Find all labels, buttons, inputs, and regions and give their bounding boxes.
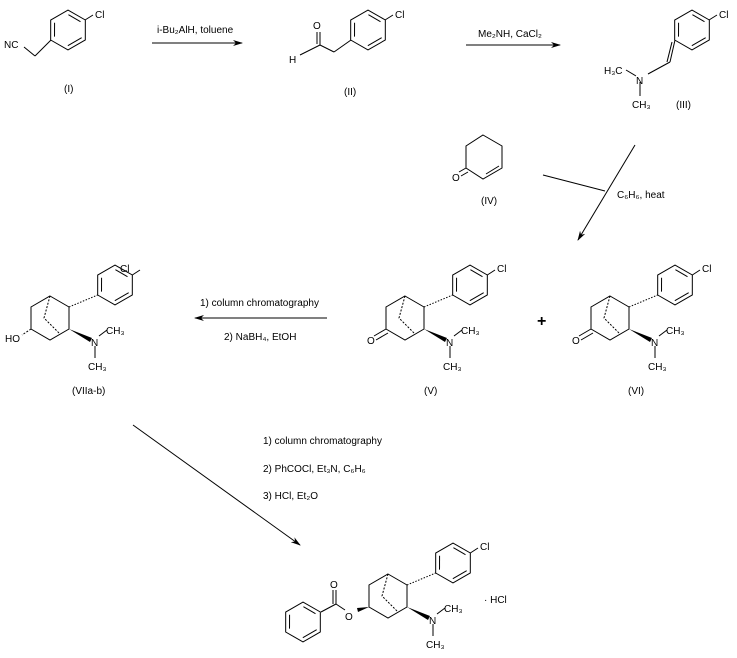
compound-label-V: (V) [424, 386, 437, 397]
reactant-join-line [542, 174, 606, 192]
atom-nc: NC [4, 40, 18, 51]
atom-cl: Cl [95, 10, 104, 21]
atom-o: O [452, 173, 460, 184]
plus-sign: + [537, 313, 546, 330]
compound-label-VIIa-b: (VIIa-b) [72, 386, 105, 397]
reagent-step5-c: 3) HCl, Et₂O [263, 491, 318, 502]
compound-label-II: (II) [344, 87, 356, 98]
atom-cl: Cl [395, 10, 404, 21]
atom-n: N [91, 338, 98, 349]
reagent-step5-b: 2) PhCOCl, Et₃N, C₆H₆ [263, 464, 366, 475]
atom-ch3: CH₃ [461, 326, 480, 337]
compound-VI: Cl O N CH₃ CH₃ (VI) [572, 260, 711, 397]
atom-ch3: CH₃ [106, 326, 125, 337]
reagent-step4-b: 2) NaBH₄, EtOH [224, 332, 296, 343]
reagent-step3: C₆H₆, heat [617, 190, 665, 201]
atom-n: N [651, 338, 658, 349]
atom-cl: Cl [497, 264, 506, 275]
atom-cl: Cl [480, 542, 489, 553]
atom-ch3: CH₃ [444, 604, 463, 615]
atom-ch3: CH₃ [632, 100, 651, 111]
compound-V: Cl O N CH₃ CH₃ (V) [367, 260, 506, 397]
compound-label-I: (I) [64, 84, 73, 95]
compound-III: Cl N H₃C CH₃ (III) [604, 4, 728, 111]
atom-ho: HO [5, 334, 20, 345]
atom-n: N [636, 76, 643, 87]
atom-ch3: CH₃ [426, 640, 445, 651]
reagent-step1: i-Bu₂AlH, toluene [157, 25, 234, 36]
atom-h3c: H₃C [604, 66, 623, 77]
reaction-arrow-5 [132, 424, 301, 546]
atom-h: H [289, 55, 296, 66]
compound-label-III: (III) [676, 100, 691, 111]
compound-I: Cl NC (I) [4, 4, 104, 95]
atom-o: O [330, 580, 338, 591]
reagent-step4-a: 1) column chromatography [200, 298, 319, 309]
atom-cl: Cl [702, 264, 711, 275]
reaction-arrow-3 [577, 144, 636, 241]
atom-ch3: CH₃ [443, 362, 462, 373]
compound-II: Cl O H (II) [289, 4, 404, 98]
compound-VIIa-b: Cl HO N CH₃ CH₃ (VIIa-b) [5, 260, 141, 397]
atom-n: N [429, 616, 436, 627]
atom-o: O [345, 612, 353, 623]
compound-IV: O (IV) [452, 134, 503, 207]
final-product: Cl O O N CH₃ CH₃ · HCl [276, 538, 507, 651]
atom-ch3: CH₃ [666, 326, 685, 337]
compound-label-VI: (VI) [628, 386, 644, 397]
atom-cl: Cl [120, 264, 129, 275]
atom-n: N [446, 338, 453, 349]
atom-ch3: CH₃ [648, 362, 667, 373]
atom-ch3: CH₃ [88, 362, 107, 373]
atom-o: O [572, 336, 580, 347]
atom-o: O [313, 21, 321, 32]
reagent-step5-a: 1) column chromatography [263, 436, 382, 447]
atom-o: O [367, 336, 375, 347]
reagent-step2: Me₂NH, CaCl₂ [478, 29, 542, 40]
compound-label-IV: (IV) [481, 196, 497, 207]
hcl-salt: · HCl [484, 595, 507, 606]
atom-cl: Cl [719, 10, 728, 21]
